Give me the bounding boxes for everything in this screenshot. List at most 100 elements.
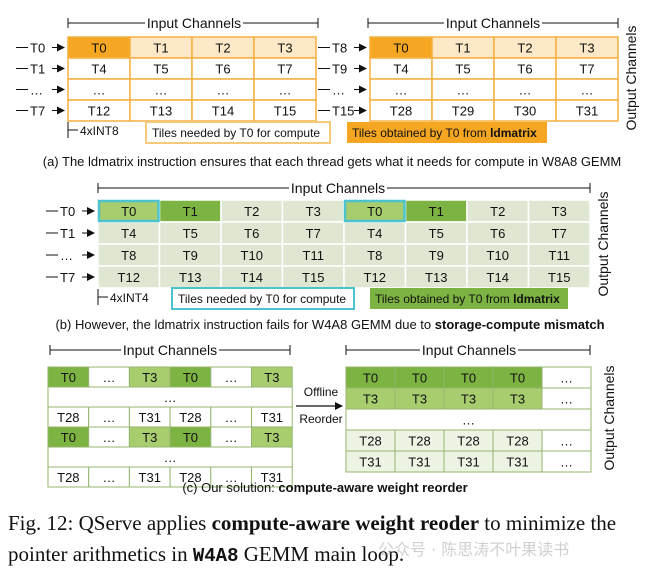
grid-cell-label: … <box>103 410 116 425</box>
grid-cell-label: T14 <box>212 104 234 119</box>
output-channels-label-b: Output Channels <box>595 191 611 296</box>
grid-cell-label: T1 <box>183 204 198 219</box>
thread-a-left-label: … <box>30 83 43 98</box>
legend-needed-a <box>145 121 331 144</box>
grid-cell-label: T9 <box>183 248 198 263</box>
grid-cell-label: T3 <box>363 392 378 407</box>
grid-cell-label: T4 <box>121 226 136 241</box>
grid-cell-label: T3 <box>306 204 321 219</box>
grid-cell-label: T28 <box>179 470 201 485</box>
grid-cell-label: T8 <box>367 248 382 263</box>
grid-cell-label: T3 <box>264 430 279 445</box>
grid-cell-label: T13 <box>179 270 201 285</box>
grid-cell-label: … <box>560 371 573 386</box>
grid-cell-label: T5 <box>429 226 444 241</box>
grid-cell-label: T28 <box>57 470 79 485</box>
grid-cell-label: T28 <box>408 434 430 449</box>
input-channels-label-a-right: Input Channels <box>446 15 540 31</box>
grid-cell-label: T3 <box>552 204 567 219</box>
grid-cell-label: T9 <box>429 248 444 263</box>
grid-cell-label: T0 <box>91 41 106 56</box>
grid-cell-label: T31 <box>359 455 381 470</box>
grid-cell-label: T12 <box>364 270 386 285</box>
grid-cell-label: … <box>103 430 116 445</box>
legend-obtained-b <box>370 288 568 309</box>
grid-cell-label: T3 <box>412 392 427 407</box>
grid-cell-label: T0 <box>363 371 378 386</box>
grid-cell-label: T5 <box>153 62 168 77</box>
grid-cell-label: T11 <box>303 248 324 263</box>
grid-cell-label: T28 <box>179 410 201 425</box>
grid-cell-label: … <box>217 83 230 98</box>
grid-cell-label: T13 <box>425 270 447 285</box>
grid-cell-label: T15 <box>548 270 570 285</box>
grid-cell-label: T14 <box>487 270 509 285</box>
grid-cell-label: … <box>560 455 573 470</box>
grid-cell-label: T13 <box>150 104 172 119</box>
caption-bold-1: compute-aware weight reoder <box>211 511 480 535</box>
grid-cell-label: … <box>462 413 475 428</box>
grid-cell <box>541 450 592 473</box>
grid-cell-label: … <box>225 410 238 425</box>
thread-a-right-label: T15 <box>332 104 354 119</box>
caption-text-2: to minimize the pointer arithmetics in <box>8 511 617 566</box>
grid-cell-label: T5 <box>183 226 198 241</box>
thread-a-right-label: T9 <box>332 62 347 77</box>
grid-cell-label: … <box>395 83 408 98</box>
grid-cell-label: … <box>560 434 573 449</box>
grid-cell-label: T7 <box>552 226 567 241</box>
thread-a-left-label: T0 <box>30 41 45 56</box>
grid-cell-label: T15 <box>302 270 324 285</box>
grid-cell-label: T4 <box>367 226 382 241</box>
caption-mono: W4A8 <box>192 545 239 567</box>
grid-cell-label: T7 <box>277 62 292 77</box>
grid-cell-label: T3 <box>579 41 594 56</box>
grid-cell-label: T28 <box>457 434 479 449</box>
offline-label: Offline <box>304 385 339 399</box>
reorder-label: Reorder <box>299 412 342 426</box>
grid-cell-label: … <box>164 450 177 465</box>
grid-cell-label: T6 <box>215 62 230 77</box>
grid-cell-label: T31 <box>261 410 283 425</box>
grid-cell-label: T8 <box>121 248 136 263</box>
thread-b-label: T0 <box>60 204 75 219</box>
output-channels-label-c: Output Channels <box>601 365 617 470</box>
thread-a-left-label: T7 <box>30 104 45 119</box>
grid-cell-label: T28 <box>506 434 528 449</box>
thread-b-label: T1 <box>60 226 75 241</box>
figure-caption: Fig. 12: QServe applies compute-aware we… <box>8 508 653 572</box>
grid-cell-label: T31 <box>576 104 598 119</box>
grid-cell-label: … <box>225 470 238 485</box>
grid-cell-label: T10 <box>487 248 509 263</box>
grid-cell-label: T2 <box>244 204 259 219</box>
grid-cell-label: T31 <box>139 470 161 485</box>
grid-cell-label: T11 <box>549 248 570 263</box>
grid-cell-label: T1 <box>153 41 168 56</box>
grid-cell-label: T2 <box>517 41 532 56</box>
caption-a: (a) The ldmatrix instruction ensures tha… <box>43 154 622 169</box>
grid-cell-label: T6 <box>244 226 259 241</box>
grid-cell-label: T4 <box>91 62 106 77</box>
caption-text-3: GEMM main loop. <box>238 542 405 566</box>
grid-cell-label: T3 <box>277 41 292 56</box>
grid-cell-label: T31 <box>408 455 430 470</box>
caption-text-1: Fig. 12: QServe applies <box>8 511 212 535</box>
grid-cell-label: T5 <box>455 62 470 77</box>
thread-b-label: T7 <box>60 270 75 285</box>
grid-cell-label: T0 <box>393 41 408 56</box>
grid-cell-label: … <box>581 83 594 98</box>
grid-cell-label: T4 <box>393 62 408 77</box>
grid-cell-label: T31 <box>261 470 283 485</box>
input-channels-label-c-right: Input Channels <box>422 342 516 358</box>
grid-cell-label: T0 <box>461 371 476 386</box>
grid-cell-label: T0 <box>121 204 136 219</box>
grid-cell-label: T6 <box>517 62 532 77</box>
grid-cell-label: … <box>155 83 168 98</box>
